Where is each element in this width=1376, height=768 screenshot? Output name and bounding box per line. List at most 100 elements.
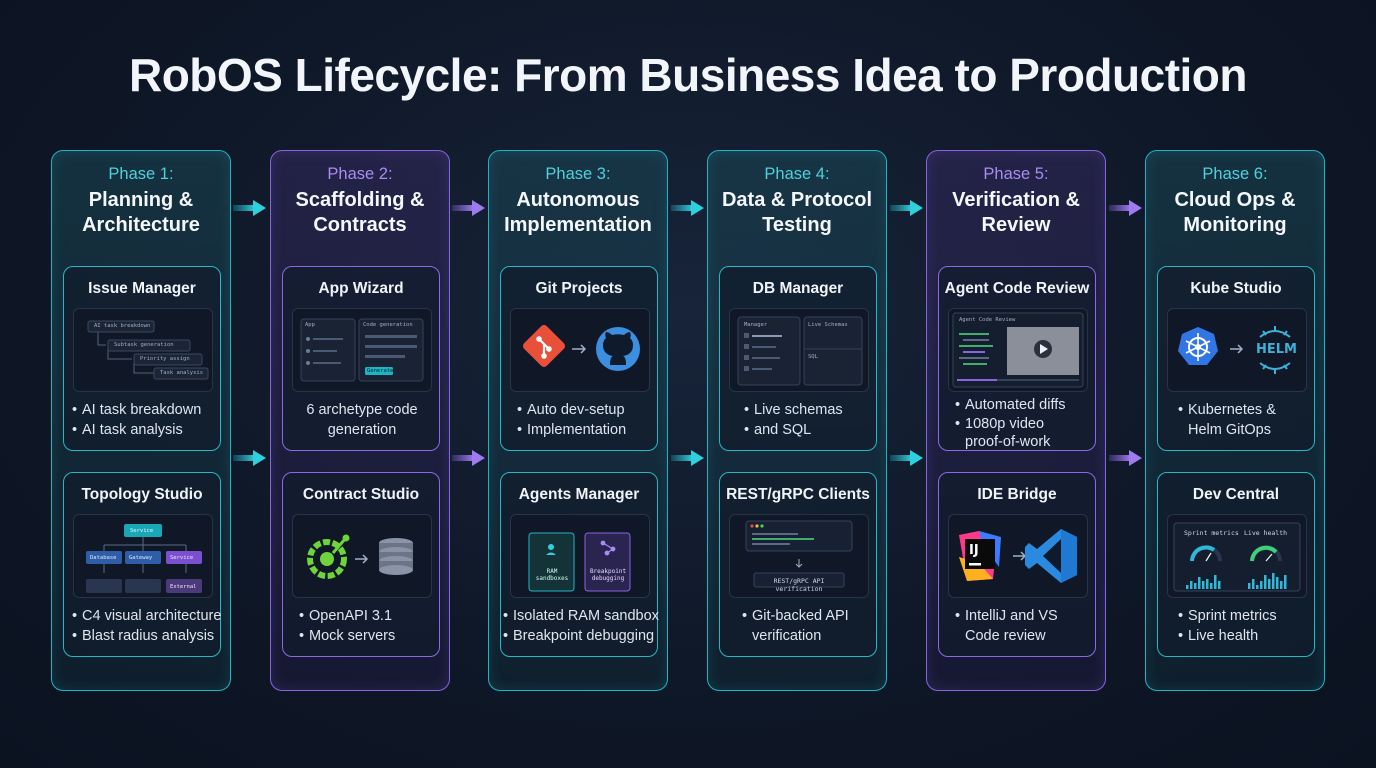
thumb-text: SQL: [808, 354, 818, 360]
arrow-right-icon: [890, 200, 923, 216]
feature-list: OpenAPI 3.1 Mock servers: [299, 606, 441, 646]
feature-item: Blast radius analysis: [72, 626, 214, 646]
dashboard-illustration: [1173, 522, 1301, 592]
thumb-text: App: [305, 322, 315, 328]
phase-label: Phase 1:: [108, 165, 174, 183]
agents-manager-thumbnail: RAM sandboxes Breakpoint debugging: [510, 514, 650, 598]
feature-item: AI task breakdown: [72, 400, 214, 420]
arrow-down-icon: [795, 559, 803, 568]
git-projects-card[interactable]: Git Projects Auto dev-setup Implementati…: [500, 266, 658, 451]
video-player-illustration: [952, 312, 1084, 388]
arrow-right-icon: [233, 200, 266, 216]
thumb-text: AI task breakdown: [94, 323, 151, 329]
contract-studio-card[interactable]: Contract Studio: [282, 472, 440, 657]
db-manager-card[interactable]: DB Manager Manager Live Schemas SQL Live…: [719, 266, 877, 451]
sandbox-panels-illustration: [528, 532, 631, 592]
feature-item: Kubernetes &Helm GitOps: [1178, 400, 1320, 440]
feature-list: Auto dev-setup Implementation: [517, 400, 659, 440]
arrow-right-icon: [671, 450, 704, 466]
feature-list: Kubernetes &Helm GitOps: [1178, 400, 1320, 440]
card-title: Issue Manager: [88, 280, 196, 297]
feature-list: Live schemas and SQL: [744, 400, 886, 440]
card-title: Git Projects: [535, 280, 623, 297]
openapi-icon: [307, 534, 350, 579]
phase-label: Phase 3:: [545, 165, 611, 183]
card-title: Contract Studio: [302, 486, 420, 503]
thumb-text: Generate: [367, 368, 394, 374]
dev-central-card[interactable]: Dev Central: [1157, 472, 1315, 657]
card-title: Agent Code Review: [944, 280, 1090, 297]
thumb-text: Manager: [744, 322, 768, 328]
database-icon: [379, 538, 413, 575]
app-wizard-card[interactable]: App Wizard App Code generation Generate …: [282, 266, 440, 451]
card-title: DB Manager: [752, 280, 844, 297]
health-bars: [1248, 573, 1287, 589]
feature-list: C4 visual architecture Blast radius anal…: [72, 606, 221, 646]
kubernetes-icon: [1178, 327, 1218, 365]
card-title: IDE Bridge: [977, 486, 1057, 503]
openapi-to-database-illustration: [307, 534, 413, 579]
arrow-right-icon: [1109, 200, 1142, 216]
task-tree-illustration: [87, 320, 209, 380]
card-title: Topology Studio: [81, 486, 203, 503]
agents-manager-card[interactable]: Agents Manager RAM sandboxes Breakpoint …: [500, 472, 659, 657]
thumb-text: Breakpoint debugging: [589, 568, 627, 582]
arrow-right-icon: [1109, 450, 1142, 466]
feature-item: Live schemas: [744, 400, 886, 420]
feature-list: AI task breakdown AI task analysis: [72, 400, 214, 440]
card-title: REST/gRPC Clients: [726, 486, 870, 503]
arrow-right-icon: [572, 344, 587, 354]
phase-label: Phase 2:: [327, 165, 393, 183]
page-title: RobOS Lifecycle: From Business Idea to P…: [128, 49, 1248, 101]
sprint-gauge-icon: [1190, 545, 1222, 562]
helm-label: HELM: [1256, 342, 1297, 357]
thumb-text: Live Schemas: [808, 322, 848, 328]
terminal-illustration: [745, 520, 853, 588]
phase-1-column: Phase 1: Planning &Architecture Issue Ma…: [51, 150, 231, 691]
thumb-text: Code generation: [363, 322, 413, 328]
thumb-text: Service: [130, 528, 154, 534]
card-title: App Wizard: [318, 280, 404, 297]
thumb-text: Database: [90, 555, 117, 561]
health-gauge-icon: [1250, 545, 1282, 562]
feature-item: OpenAPI 3.1: [299, 606, 441, 626]
git-logo-icon: [523, 325, 565, 367]
feature-item: Isolated RAM sandbox: [503, 606, 659, 626]
db-manager-thumbnail: Manager Live Schemas SQL: [729, 308, 869, 392]
database-ui-illustration: [737, 316, 863, 386]
sprint-bars: [1186, 575, 1221, 589]
dev-central-thumbnail: Sprint metrics Live health: [1167, 514, 1307, 598]
agent-code-review-card[interactable]: Agent Code Review Agent Code Review Auto…: [938, 266, 1096, 451]
feature-item: Live health: [1178, 626, 1320, 646]
feature-list: Isolated RAM sandbox Breakpoint debuggin…: [503, 606, 659, 646]
thumb-text: Gateway: [129, 555, 153, 561]
topology-studio-card[interactable]: Topology Studio Service Database Gateway…: [63, 472, 221, 657]
topology-thumbnail: Service Database Gateway Service Externa…: [73, 514, 213, 598]
rest-grpc-clients-card[interactable]: REST/gRPC Clients REST/gRPC API verifica…: [719, 472, 877, 657]
phase-name: Verification &Review: [952, 189, 1080, 236]
issue-manager-card[interactable]: Issue Manager AI task breakdown Subtask …: [63, 266, 221, 451]
app-wizard-thumbnail: App Code generation Generate: [292, 308, 432, 392]
arrow-right-icon: [671, 200, 704, 216]
kubernetes-to-helm-illustration: [1178, 326, 1291, 374]
thumb-text: RAM sandboxes: [535, 568, 569, 582]
vscode-icon: [1025, 529, 1077, 583]
phase-label: Phase 4:: [764, 165, 830, 183]
thumb-text: Agent Code Review: [959, 317, 1016, 323]
card-title: Kube Studio: [1190, 280, 1282, 297]
thumb-text: Priority assign: [140, 356, 190, 362]
ide-bridge-card[interactable]: IDE Bridge IJ IntelliJ and: [938, 472, 1096, 657]
card-title: Agents Manager: [518, 486, 640, 503]
thumb-text: REST/gRPC API verification: [773, 577, 825, 593]
intellij-icon: [959, 531, 1001, 581]
kube-studio-card[interactable]: Kube Studio HELM Kubernete: [1157, 266, 1315, 451]
